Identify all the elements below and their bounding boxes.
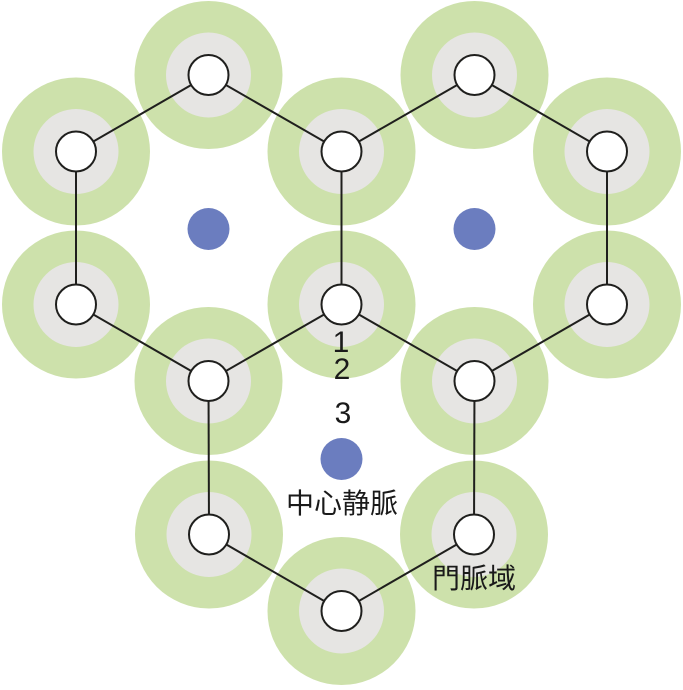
portal-triad-node xyxy=(320,283,363,326)
portal-triad-node xyxy=(320,590,363,632)
portal-triad-node xyxy=(453,513,495,556)
lobule-edge xyxy=(208,74,342,153)
central-vein-dot xyxy=(453,208,496,250)
lobule-edge xyxy=(473,74,608,153)
portal-triad-node xyxy=(55,130,97,173)
portal-triad-node xyxy=(187,360,230,402)
lobule-edge xyxy=(208,303,342,382)
lobule-edge xyxy=(340,533,475,612)
lobule-edge xyxy=(341,74,475,153)
portal-triad-node xyxy=(188,513,230,556)
lobule-edge xyxy=(75,74,210,153)
portal-triad-node xyxy=(586,283,628,326)
zone-1-label: 1 xyxy=(333,326,350,359)
lobule-edge xyxy=(75,303,210,382)
lobule-edge xyxy=(341,303,475,382)
portal-triad-node xyxy=(586,130,628,173)
central-vein-label: 中心静脈 xyxy=(286,488,398,519)
lobule-edge xyxy=(473,303,608,382)
portal-triad-node xyxy=(320,130,363,173)
portal-triad-node xyxy=(453,360,496,402)
central-vein-dot xyxy=(320,438,363,480)
portal-area-label: 門脈域 xyxy=(432,563,516,594)
zone-2-label: 2 xyxy=(334,353,351,386)
lobule-edge xyxy=(208,533,343,612)
lobule-edge xyxy=(473,380,476,535)
portal-triad-node xyxy=(187,54,230,96)
central-vein-dot xyxy=(187,208,230,250)
portal-triad-node xyxy=(55,283,97,326)
lobule-edge xyxy=(207,380,210,535)
zone-3-label: 3 xyxy=(335,397,352,430)
portal-triad-node xyxy=(453,54,496,96)
